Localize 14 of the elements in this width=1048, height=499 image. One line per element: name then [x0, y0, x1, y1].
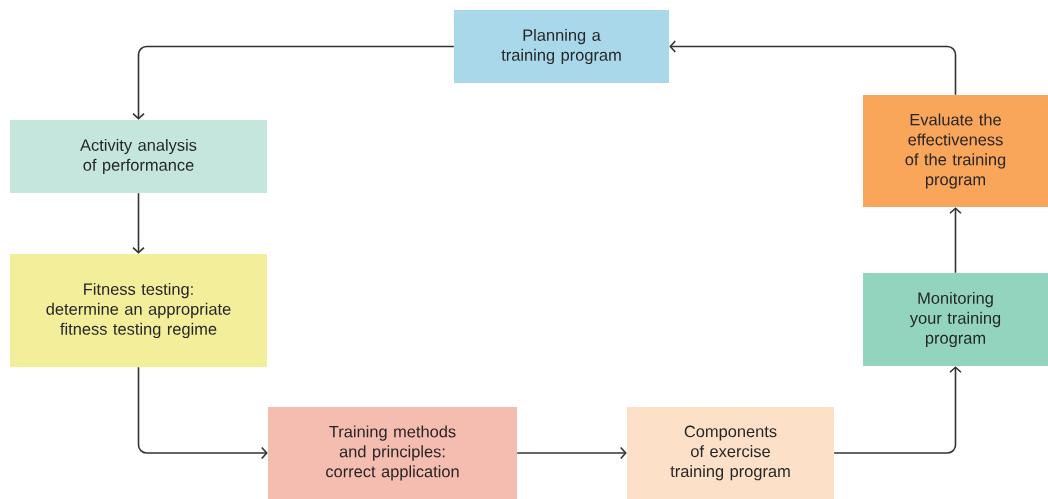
arrow — [516, 446, 627, 460]
arrow — [669, 40, 957, 96]
process-box: Training methods and principles: correct application — [268, 407, 517, 499]
arrow — [833, 366, 962, 454]
process-box: Planning a training program — [454, 10, 669, 83]
process-box: Evaluate the effectiveness of the training program — [863, 95, 1048, 207]
arrow — [132, 192, 145, 254]
process-box: Activity analysis of performance — [10, 120, 267, 193]
arrow — [949, 207, 962, 274]
arrow — [137, 366, 268, 460]
arrow — [132, 45, 455, 120]
process-box: Fitness testing: determine an appropriate fitness testing regime — [10, 254, 267, 367]
process-box: Components of exercise training program — [627, 407, 834, 499]
process-box: Monitoring your training program — [863, 273, 1048, 366]
